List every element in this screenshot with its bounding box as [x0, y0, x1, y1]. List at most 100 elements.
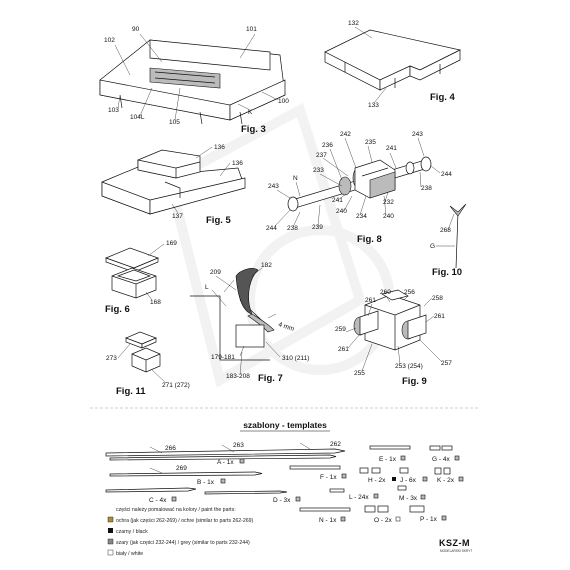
legend-ochre-swatch: [107, 516, 114, 523]
template-N: [299, 507, 351, 512]
label-261-left: 261: [338, 346, 349, 353]
label-240-right: 240: [383, 213, 394, 220]
template-J: [399, 467, 409, 474]
figure-10: 268 G Fig. 10: [430, 203, 467, 278]
part-P: P - 1x: [420, 516, 438, 523]
label-240-left: 240: [336, 208, 347, 215]
strip-269: 269: [176, 465, 187, 472]
figure-9: 260 256 258 261 261 259 261 253 (254) 25…: [335, 289, 452, 387]
label-133: 133: [368, 102, 379, 109]
part-M: M - 3x: [399, 495, 418, 502]
label-101: 101: [246, 26, 257, 33]
part-K: K - 2x: [437, 477, 455, 484]
figure-8-caption: Fig. 8: [357, 234, 382, 245]
figure-7-caption: Fig. 7: [258, 373, 283, 384]
label-271-272: 271 (272): [162, 382, 190, 389]
template-K: [434, 467, 442, 475]
label-261-right: 261: [434, 313, 445, 320]
paint-legend: części należy pomalować na kolory / pain…: [107, 507, 254, 557]
label-256: 256: [404, 289, 415, 296]
part-J: J - 6x: [400, 477, 417, 484]
label-169: 169: [166, 240, 177, 247]
part-D: D - 3x: [273, 497, 291, 504]
template-P: [409, 505, 425, 513]
label-132: 132: [348, 20, 359, 27]
part-E: E - 1x: [379, 456, 397, 463]
template-G: [429, 445, 441, 451]
template-F: [289, 465, 341, 470]
part-O: O - 2x: [374, 517, 392, 524]
template-M: [397, 485, 407, 491]
label-90: 90: [132, 26, 140, 33]
template-A-strip: [105, 448, 346, 457]
template-O: [364, 505, 376, 513]
figure-7: 209 182 L 4 mm 179-181 310 (211) 183-208…: [190, 262, 309, 384]
label-244-right: 244: [441, 171, 452, 178]
templates-section: szablony - templates 266 263 262 269 A -…: [90, 407, 480, 524]
template-D-strip: [204, 490, 288, 495]
label-260: 260: [380, 289, 391, 296]
legend-grey: szary (jak części 232-244) / grey (simil…: [116, 540, 250, 546]
label-100: 100: [278, 98, 289, 105]
label-310-211: 310 (211): [282, 355, 309, 362]
label-103: 103: [108, 107, 119, 114]
template-B-strip: [109, 471, 263, 477]
label-268: 268: [440, 227, 451, 234]
template-L: [329, 488, 345, 493]
template-C-strip: [105, 487, 197, 493]
label-238-right: 238: [421, 185, 432, 192]
label-255: 255: [354, 370, 365, 377]
legend-intro: części należy pomalować na kolory / pain…: [116, 507, 236, 513]
label-G: G: [430, 243, 435, 250]
label-243-right: 243: [412, 131, 423, 138]
legend-grey-swatch: [107, 538, 114, 545]
part-N: N - 1x: [319, 517, 337, 524]
label-237: 237: [316, 152, 327, 159]
label-259: 259: [335, 326, 346, 333]
label-L: L: [205, 284, 209, 291]
figure-3: 90 101 102 103 104L 105 K 100 Fig. 3: [99, 26, 289, 135]
figure-10-caption: Fig. 10: [432, 267, 462, 278]
label-136-top: 136: [214, 144, 225, 151]
label-168: 168: [150, 299, 161, 306]
part-C: C - 4x: [149, 497, 167, 504]
figure-3-caption: Fig. 3: [241, 124, 266, 135]
watermark: [164, 102, 395, 388]
label-241-right: 241: [386, 145, 397, 152]
label-241-left: 241: [332, 197, 343, 204]
label-4mm: 4 mm: [277, 321, 295, 333]
label-261-top: 261: [365, 297, 376, 304]
label-K: K: [248, 109, 253, 116]
label-242: 242: [340, 131, 351, 138]
label-233: 233: [313, 167, 324, 174]
brand-name: KSZ-M: [439, 538, 470, 548]
figure-11: 273 271 (272) Fig. 11: [106, 331, 190, 397]
templates-title: szablony - templates: [243, 420, 327, 430]
figure-9-caption: Fig. 9: [402, 376, 427, 387]
legend-white-swatch: [107, 549, 114, 556]
label-137: 137: [172, 213, 183, 220]
label-136-right: 136: [232, 160, 243, 167]
label-234: 234: [356, 213, 367, 220]
legend-black: czarny / black: [116, 529, 148, 535]
legend-black-swatch: [108, 528, 113, 533]
figure-5: 136 136 137 Fig. 5: [101, 144, 246, 226]
template-H: [359, 467, 369, 474]
label-238-left: 238: [287, 225, 298, 232]
part-H: H - 2x: [368, 477, 386, 484]
part-F: F - 1x: [320, 474, 337, 481]
label-244-left: 244: [266, 225, 277, 232]
figure-11-caption: Fig. 11: [116, 386, 146, 397]
label-258: 258: [432, 295, 443, 302]
label-102: 102: [104, 37, 115, 44]
label-105: 105: [169, 119, 180, 126]
legend-ochre: ochra (jak części 262-269) / ochre (simi…: [116, 518, 254, 524]
part-B: B - 1x: [197, 479, 215, 486]
template-E: [369, 445, 411, 450]
label-104L: 104L: [130, 114, 145, 121]
part-L: L - 24x: [349, 494, 369, 501]
label-257: 257: [441, 360, 452, 367]
figure-6: 169 168 Fig. 6: [105, 240, 177, 315]
label-209: 209: [210, 269, 221, 276]
